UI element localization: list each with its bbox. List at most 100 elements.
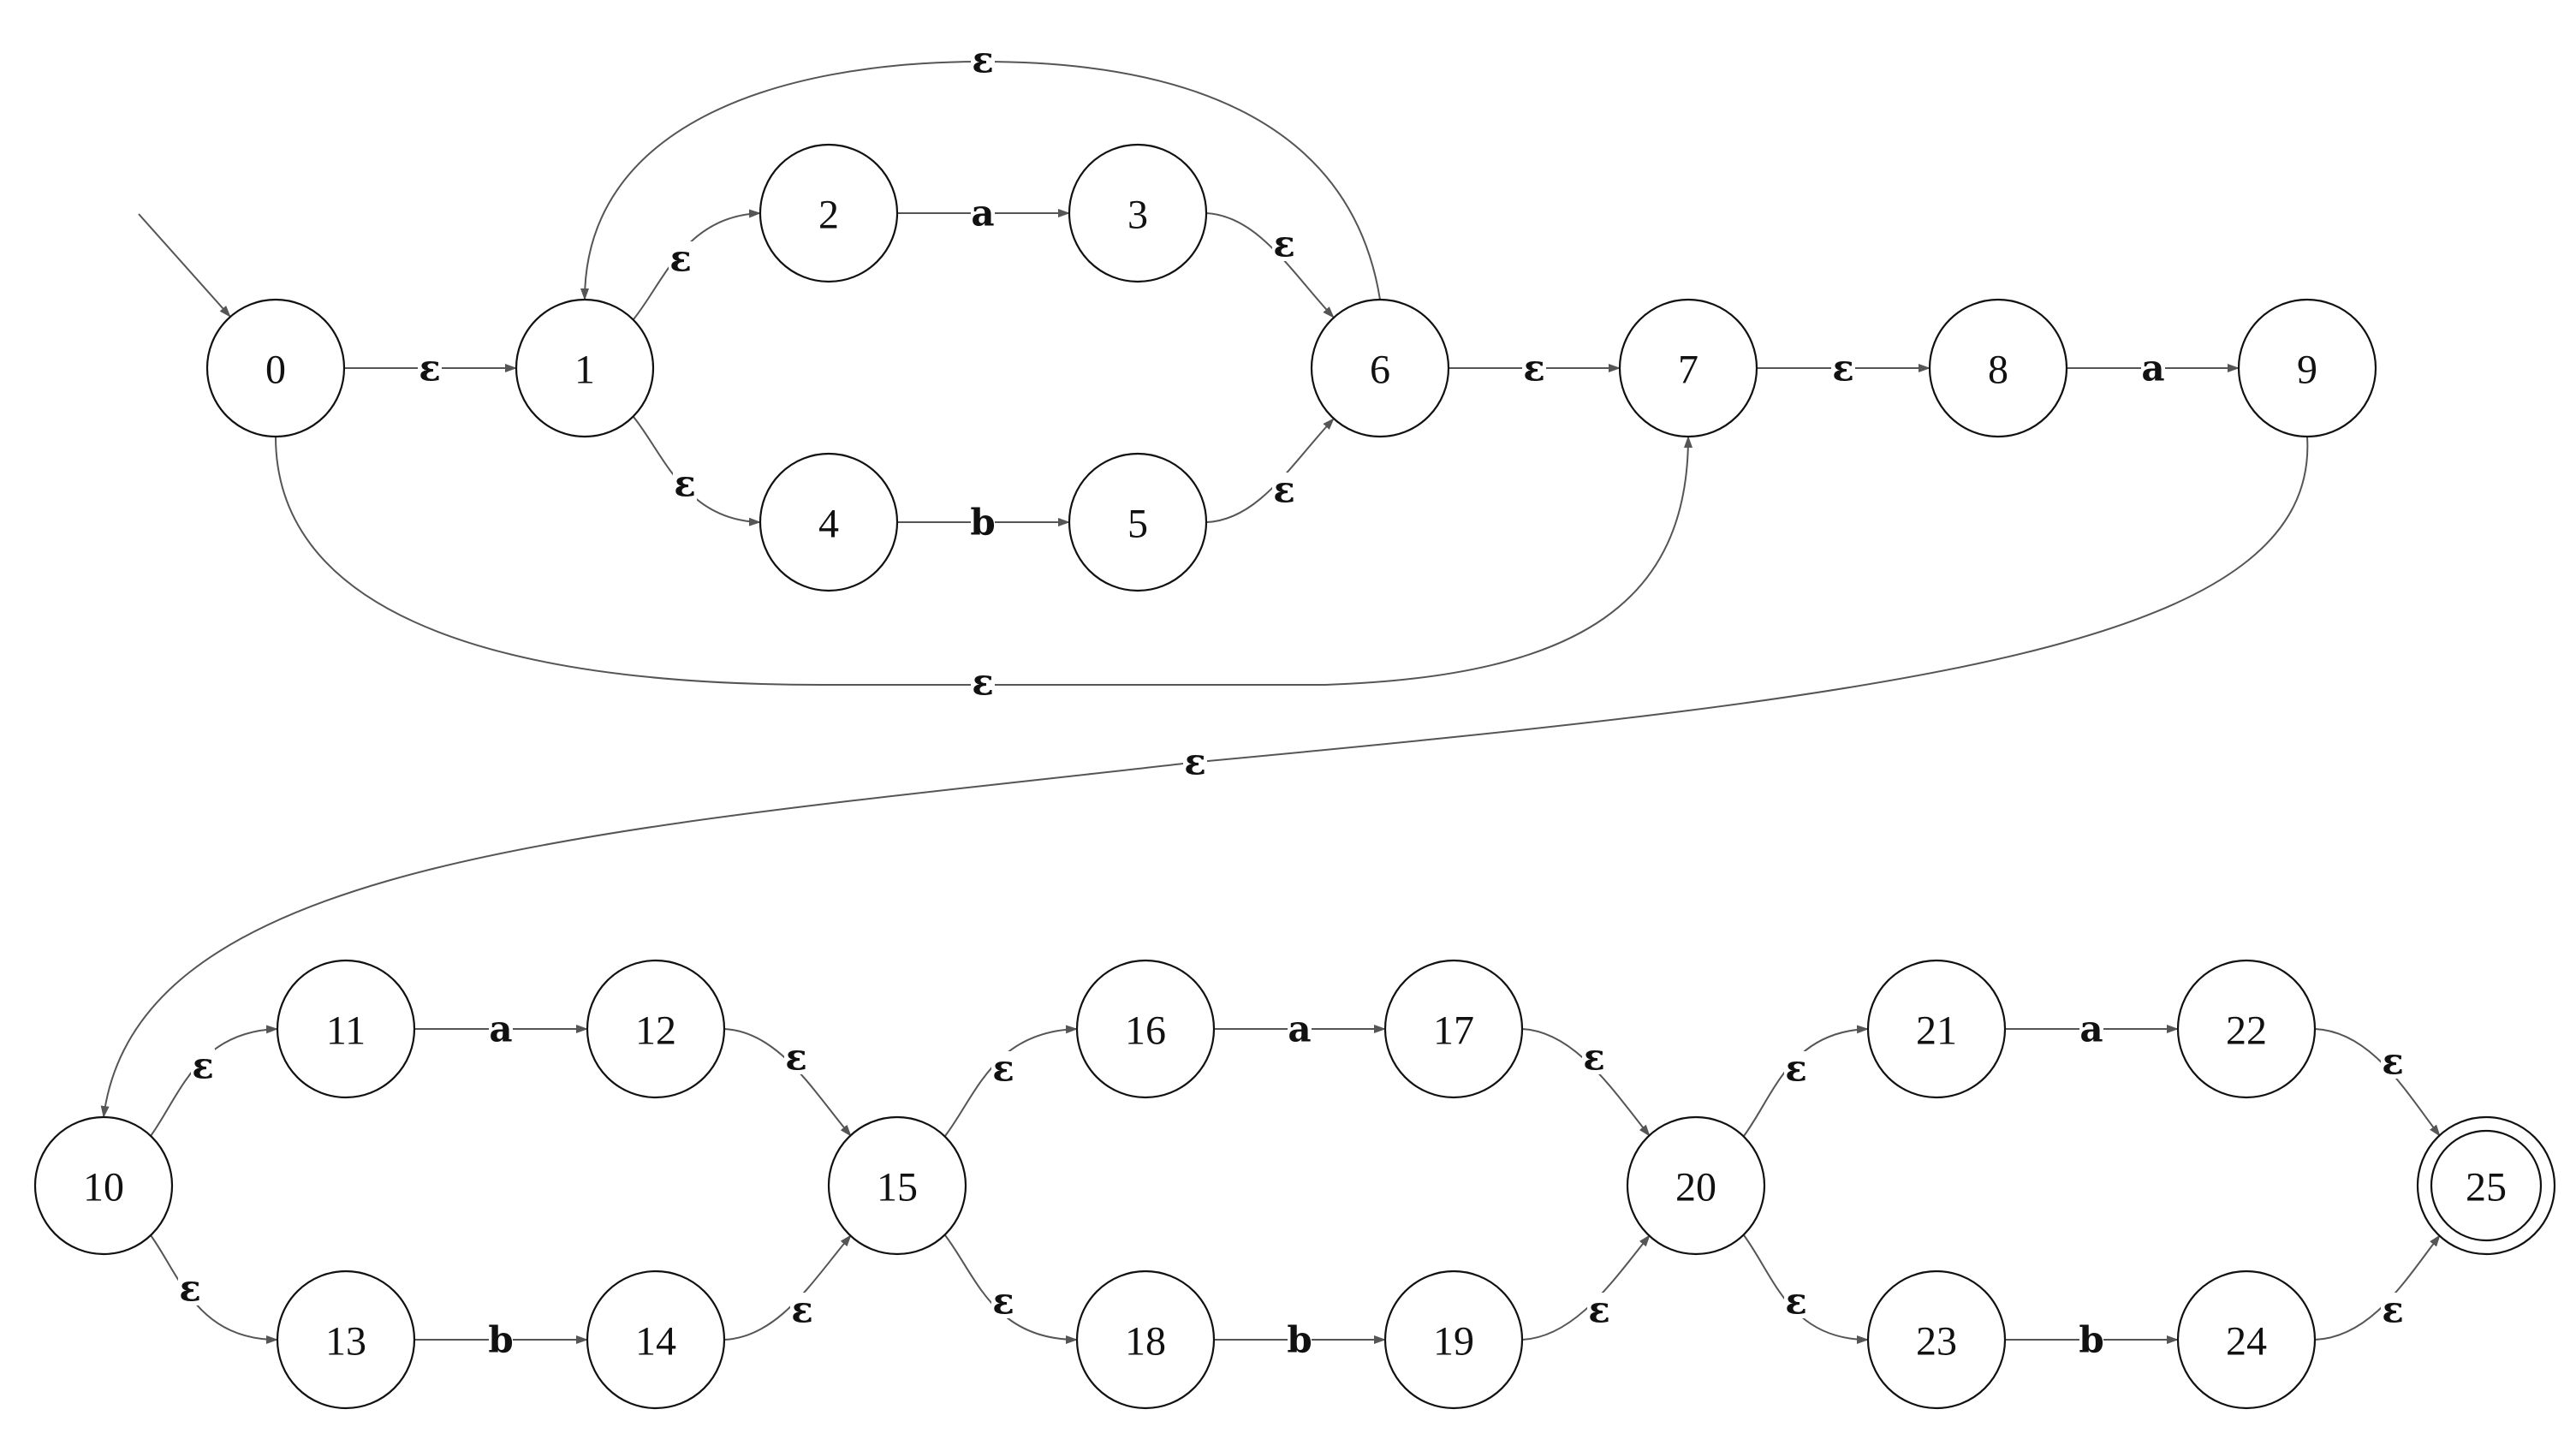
transition-label-1-2: ε [669,238,692,280]
transitions-layer [100,60,2441,1344]
state-24: 24 [2176,1270,2317,1410]
transition-label-bg-1-4 [673,467,697,501]
state-circle-10 [33,1115,174,1256]
transition-label-bg-20-21 [1784,1051,1808,1085]
transition-label-bg-8-9 [2141,351,2165,385]
transition-label-bg-1-2 [669,241,693,276]
state-14: 14 [586,1270,726,1410]
transition-label-1-4: ε [674,463,696,505]
transition-label-bg-0-7 [971,665,995,699]
state-circle-18 [1075,1270,1216,1410]
transition-label-3-6: ε [1273,223,1295,265]
transition-label-0-1: ε [419,348,441,389]
transition-label-5-6: ε [1273,469,1295,511]
transition-label-22-25: ε [2382,1041,2404,1083]
transition-10-13 [150,1234,278,1344]
state-circle-11 [276,959,416,1099]
transition-label-bg-9-10 [1183,745,1207,779]
state-circle-15 [827,1115,967,1256]
transition-5-6 [1205,418,1335,523]
state-20: 20 [1626,1115,1766,1256]
transition-label-2-3: a [971,193,994,235]
state-19: 19 [1383,1270,1524,1410]
state-label-18: 18 [1125,1319,1166,1365]
transition-label-15-16: ε [992,1048,1014,1090]
transition-0-7 [275,436,1693,687]
transition-label-23-24: b [2079,1319,2103,1361]
transition-label-4-5: b [970,502,995,544]
transition-15-16 [944,1025,1078,1137]
state-label-20: 20 [1675,1165,1716,1210]
start-arrow [138,213,231,318]
state-circle-21 [1866,959,2007,1099]
transition-label-bg-2-3 [971,196,995,230]
transition-label-bg-13-14 [489,1323,513,1357]
state-circle-4 [759,452,899,592]
transition-label-7-8: ε [1832,348,1854,389]
transition-15-18 [944,1234,1078,1344]
transition-label-13-14: b [488,1319,513,1361]
transition-label-8-9: a [2141,348,2164,389]
state-circle-12 [586,959,726,1099]
transition-label-17-20: ε [1583,1037,1605,1079]
state-circle-3 [1068,143,1208,283]
state-23: 23 [1866,1270,2007,1410]
accepting-ring-25 [2430,1129,2543,1242]
state-circle-14 [586,1270,726,1410]
transition-22-25 [2314,1028,2441,1137]
transition-label-bg-19-20 [1587,1293,1611,1327]
state-label-4: 4 [818,502,839,547]
state-label-12: 12 [635,1008,676,1054]
state-1: 1 [515,298,655,438]
state-circle-16 [1075,959,1216,1099]
transition-label-bg-17-20 [1582,1040,1606,1074]
transition-6-1 [580,60,1381,300]
state-label-2: 2 [818,193,839,238]
transition-label-bg-16-17 [1288,1012,1312,1046]
state-label-16: 16 [1125,1008,1166,1054]
state-circle-17 [1383,959,1524,1099]
state-circle-13 [276,1270,416,1410]
transition-label-19-20: ε [1588,1289,1610,1331]
transition-label-20-23: ε [1785,1281,1807,1323]
state-circle-24 [2176,1270,2317,1410]
transition-1-2 [633,209,761,320]
state-label-6: 6 [1370,348,1390,393]
transition-label-10-11: ε [192,1045,214,1087]
state-circle-19 [1383,1270,1524,1410]
transition-3-6 [1205,212,1335,318]
transition-label-18-19: b [1287,1319,1312,1361]
state-12: 12 [586,959,726,1099]
state-label-3: 3 [1127,193,1148,238]
state-label-15: 15 [877,1165,918,1210]
state-18: 18 [1075,1270,1216,1410]
transition-label-bg-5-6 [1272,473,1296,507]
state-circle-5 [1068,452,1208,592]
state-label-13: 13 [325,1319,366,1365]
state-label-25: 25 [2466,1165,2507,1210]
transition-label-6-1: ε [972,39,994,81]
state-label-1: 1 [574,348,595,393]
transition-label-24-25: ε [2382,1289,2404,1331]
transition-label-bg-20-23 [1784,1284,1808,1318]
state-5: 5 [1068,452,1208,592]
state-circle-23 [1866,1270,2007,1410]
transition-label-16-17: a [1288,1008,1311,1050]
transition-label-0-7: ε [972,662,994,704]
state-10: 10 [33,1115,174,1256]
transition-label-bg-15-16 [991,1051,1015,1085]
transition-label-21-22: a [2079,1008,2103,1050]
transition-label-6-7: ε [1523,348,1545,389]
state-label-22: 22 [2226,1008,2267,1054]
transition-label-20-21: ε [1785,1048,1807,1090]
transition-label-bg-10-13 [178,1271,202,1305]
state-17: 17 [1383,959,1524,1099]
state-2: 2 [759,143,899,283]
transition-label-bg-21-22 [2079,1012,2103,1046]
state-label-5: 5 [1127,502,1148,547]
state-label-21: 21 [1916,1008,1957,1054]
transition-19-20 [1521,1234,1651,1341]
state-label-10: 10 [83,1165,124,1210]
state-label-23: 23 [1916,1319,1957,1365]
state-label-0: 0 [265,348,286,393]
